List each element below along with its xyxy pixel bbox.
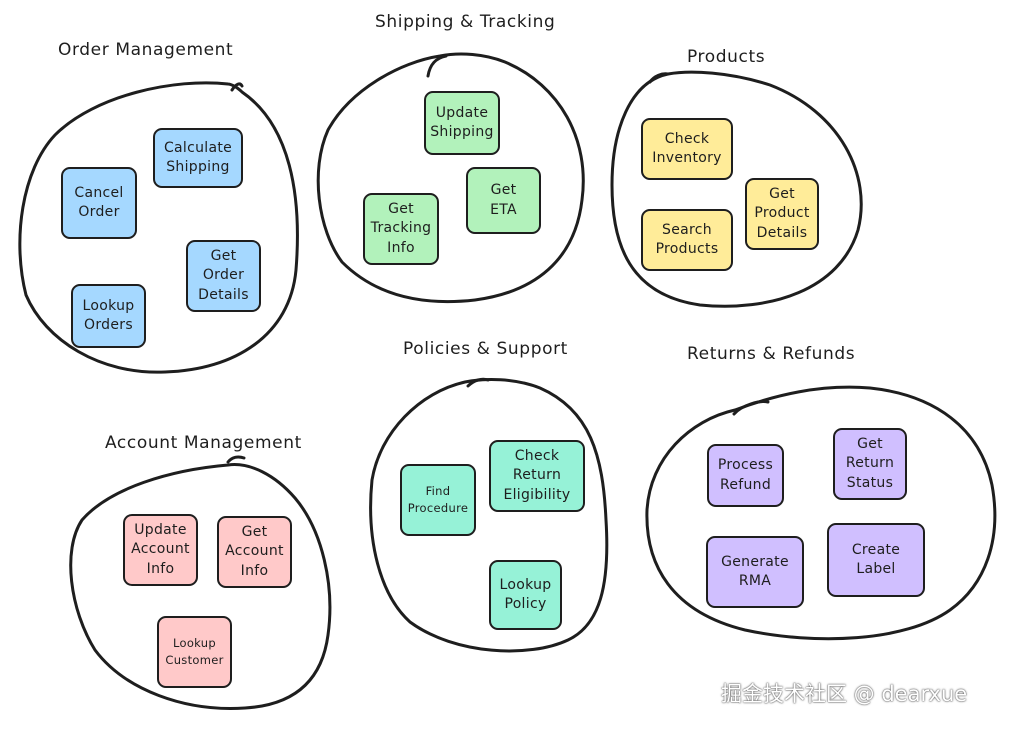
generate-rma-label: Generate RMA: [721, 553, 789, 589]
get-eta-card[interactable]: Get ETA: [466, 167, 541, 234]
get-return-status-card[interactable]: Get Return Status: [833, 428, 907, 500]
cancel-order-label: Cancel Order: [74, 184, 124, 220]
update-shipping-card[interactable]: Update Shipping: [424, 91, 500, 155]
get-eta-label: Get ETA: [490, 182, 517, 218]
order-management-outline: [18, 81, 299, 374]
get-account-info-card[interactable]: Get Account Info: [217, 516, 292, 588]
update-shipping-label: Update Shipping: [430, 104, 494, 140]
update-account-info-card[interactable]: Update Account Info: [123, 514, 198, 586]
update-account-info-label: Update Account Info: [131, 522, 190, 577]
policies-support-title: Policies & Support: [403, 339, 568, 359]
check-inventory-label: Check Inventory: [652, 130, 722, 166]
get-order-details-label: Get Order Details: [198, 248, 249, 303]
policies-support-outline: [369, 378, 609, 653]
shipping-tracking-outline: [316, 52, 585, 304]
get-order-details-card[interactable]: Get Order Details: [186, 240, 261, 312]
get-tracking-info-card[interactable]: Get Tracking Info: [363, 193, 439, 265]
returns-refunds-outline: [645, 385, 997, 641]
lookup-customer-label: Lookup Customer: [165, 636, 224, 667]
generate-rma-card[interactable]: Generate RMA: [706, 536, 804, 608]
lookup-policy-card[interactable]: Lookup Policy: [489, 560, 562, 630]
create-label-card[interactable]: Create Label: [827, 523, 925, 597]
returns-refunds-title: Returns & Refunds: [687, 344, 856, 364]
lookup-customer-card[interactable]: Lookup Customer: [157, 616, 232, 688]
check-inventory-card[interactable]: Check Inventory: [641, 118, 733, 180]
lookup-orders-label: Lookup Orders: [82, 297, 135, 333]
products-outline: [610, 70, 863, 308]
cancel-order-card[interactable]: Cancel Order: [61, 167, 137, 239]
account-management-title: Account Management: [105, 433, 302, 453]
lookup-policy-label: Lookup Policy: [499, 576, 552, 612]
lookup-orders-card[interactable]: Lookup Orders: [71, 284, 146, 348]
get-tracking-info-label: Get Tracking Info: [370, 201, 432, 256]
create-label-label: Create Label: [851, 541, 901, 577]
get-account-info-label: Get Account Info: [225, 524, 284, 579]
process-refund-card[interactable]: Process Refund: [707, 444, 784, 507]
calculate-shipping-card[interactable]: Calculate Shipping: [153, 128, 243, 188]
check-return-eligibility-card[interactable]: Check Return Eligibility: [489, 440, 585, 512]
account-management-outline: [69, 463, 332, 710]
products-title: Products: [687, 47, 766, 67]
get-return-status-label: Get Return Status: [845, 436, 895, 491]
check-return-eligibility-label: Check Return Eligibility: [503, 448, 571, 503]
get-product-details-card[interactable]: Get Product Details: [745, 178, 819, 250]
find-procedure-card[interactable]: Find Procedure: [400, 464, 476, 536]
get-product-details-label: Get Product Details: [754, 186, 810, 241]
order-management-title: Order Management: [58, 40, 234, 60]
watermark-text: 掘金技术社区 @ dearxue: [721, 682, 968, 706]
shipping-tracking-title: Shipping & Tracking: [375, 12, 556, 32]
search-products-card[interactable]: Search Products: [641, 209, 733, 271]
search-products-label: Search Products: [655, 221, 719, 257]
calculate-shipping-label: Calculate Shipping: [163, 139, 233, 175]
process-refund-label: Process Refund: [717, 457, 774, 493]
find-procedure-label: Find Procedure: [407, 484, 469, 515]
